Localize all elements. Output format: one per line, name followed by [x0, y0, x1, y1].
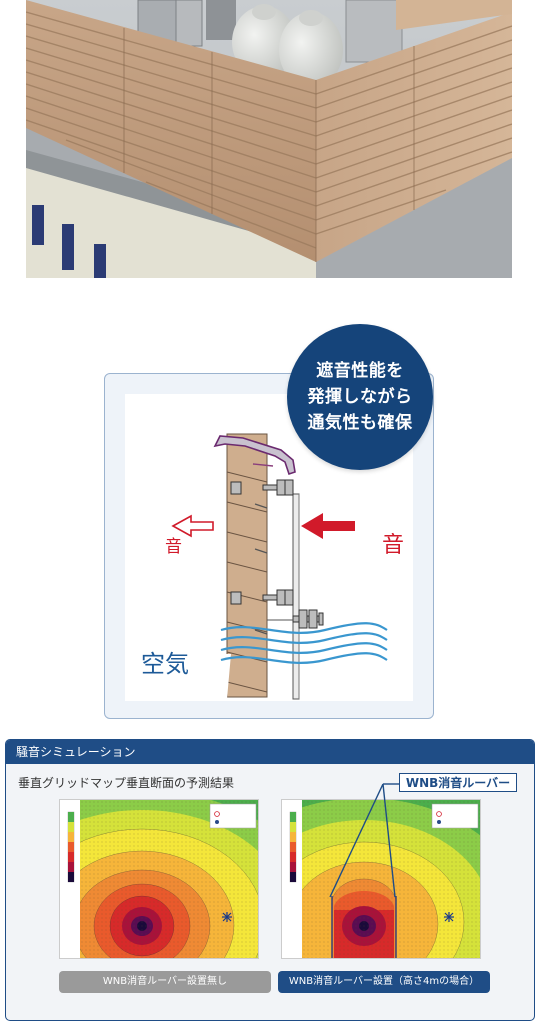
- receiver-marker: [222, 912, 232, 922]
- facade-window: [94, 244, 106, 278]
- bolt-upper: [230, 479, 294, 496]
- heatmap-without-louver: [59, 799, 259, 959]
- noise-simulation-panel: 騒音シミュレーション 垂直グリッドマップ垂直断面の予測結果: [5, 739, 535, 1021]
- badge-line: 遮音性能を: [316, 361, 404, 381]
- bolt-lower: [230, 589, 294, 606]
- louver-barrier-lines: [331, 896, 397, 958]
- heatmap-legend: [209, 803, 257, 829]
- support-post: [292, 493, 300, 700]
- facade-window: [62, 224, 74, 270]
- sound-in-arrow: [301, 513, 355, 539]
- sound-out-label: 音: [165, 537, 182, 557]
- rooftop-illustration: [26, 0, 512, 278]
- electrical-cabinet: [175, 0, 203, 47]
- air-label: 空気: [141, 650, 189, 678]
- caption-with-louver: WNB消音ルーバー設置（高さ4mの場合）: [278, 971, 490, 993]
- simulation-header: 騒音シミュレーション: [6, 740, 534, 764]
- louver-callout: WNB消音ルーバー: [399, 773, 517, 792]
- badge-line: 発揮しながら: [307, 387, 413, 407]
- facade-window: [32, 205, 44, 245]
- sound-in-label: 音: [382, 533, 405, 558]
- water-tank: [232, 6, 296, 78]
- simulation-subtitle: 垂直グリッドマップ垂直断面の予測結果: [18, 776, 235, 790]
- badge-line: 通気性も確保: [307, 413, 413, 433]
- receiver-marker: [444, 912, 454, 922]
- sound-out-arrow: [171, 514, 214, 538]
- top-cap: [213, 435, 296, 476]
- air-waves: [220, 622, 388, 664]
- caption-without-louver: WNB消音ルーバー設置無し: [59, 971, 271, 993]
- bolt-bracket: [292, 609, 324, 629]
- heatmap-with-louver: [281, 799, 481, 959]
- water-tank: [279, 12, 343, 88]
- feature-badge: 遮音性能を 発揮しながら 通気性も確保: [287, 324, 433, 470]
